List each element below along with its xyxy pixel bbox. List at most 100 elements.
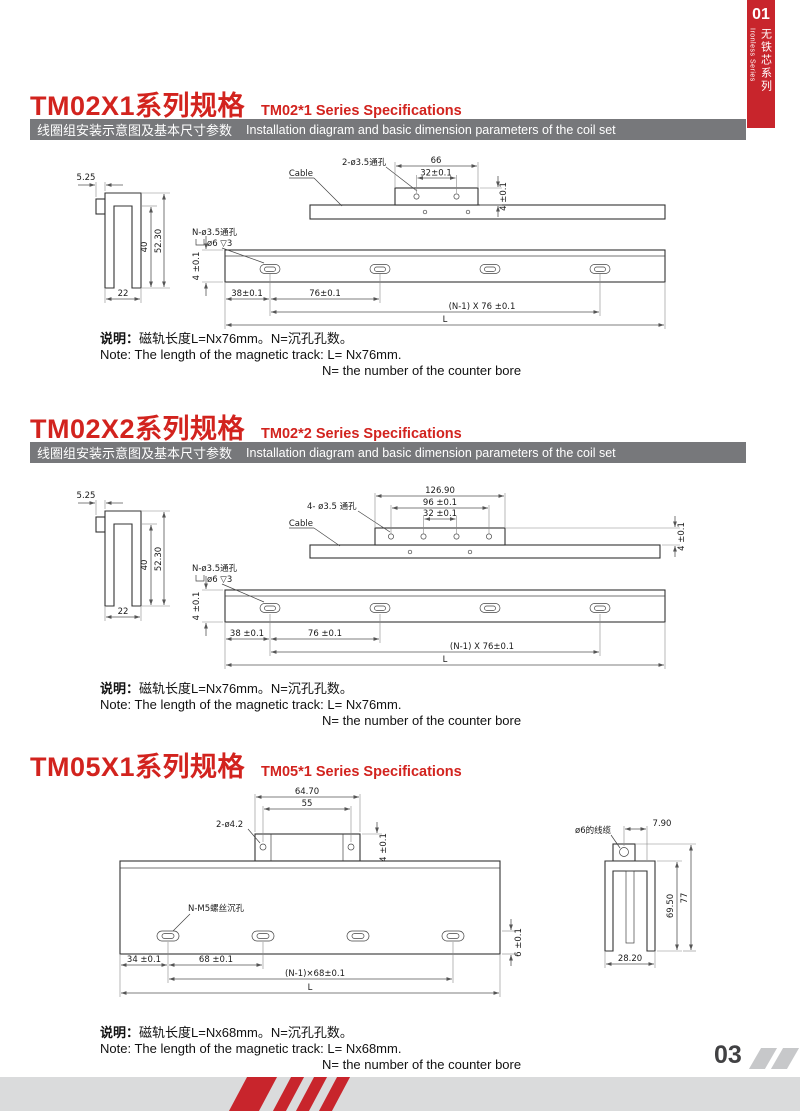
leader-line [289, 177, 343, 207]
dimension-lines: 6 ±0.1 34 ±0.1 68 ±0.1 (N-1)×68±0.1 L [119, 919, 524, 997]
dim-label: 22 [118, 607, 129, 617]
leader-line [221, 583, 265, 603]
dim-label: 66 [431, 156, 442, 166]
bar-title-cn: 线圈组安装示意图及基本尺寸参数 [37, 446, 233, 461]
counterbore-icon [195, 239, 205, 246]
counterbore-icon [195, 575, 205, 582]
page-number: 03 [714, 1041, 742, 1069]
dimension-lines: 7.90 69.50 77 28.20 [604, 819, 696, 968]
dim-label: 32 ±0.1 [423, 509, 457, 519]
leader-line [289, 527, 341, 547]
cable-label: Cable [289, 169, 313, 179]
leader-line [221, 247, 265, 264]
dim-label: 5.25 [77, 173, 96, 183]
dim-label: 6 ±0.1 [514, 928, 524, 957]
counterbore-label: ø6 ▽3 [207, 575, 232, 585]
part-outline [254, 833, 361, 862]
dim-label: 32±0.1 [420, 169, 451, 179]
page-number-decoration [748, 1048, 800, 1069]
dim-label: (N-1)×68±0.1 [285, 969, 345, 979]
note-cn: 说明：磁轨长度L=Nx76mm。N=沉孔孔数。 [100, 331, 353, 346]
coil-top-view: 4- ø3.5 通孔 Cable 32 ±0.1 96 ±0.1 126.90 … [289, 486, 687, 559]
dim-label: 4 ±0.1 [677, 522, 687, 551]
dimension-lines: 4 ±0.1 38 ±0.1 76 ±0.1 (N-1) X 76±0.1 L [192, 576, 666, 669]
dim-label: 96 ±0.1 [423, 498, 457, 508]
section-title-cn: TM02X2系列规格 [30, 414, 246, 444]
leader-line [247, 828, 261, 844]
note-en-line2: N= the number of the counter bore [322, 363, 522, 378]
part-outline [309, 527, 661, 559]
coil-side-view: 5.25 40 52.30 22 [77, 173, 170, 303]
coil-side-view: 5.25 40 52.30 22 [77, 491, 170, 621]
dim-label: 38±0.1 [231, 289, 262, 299]
leader-line [610, 834, 621, 849]
note-cn: 说明：磁轨长度L=Nx76mm。N=沉孔孔数。 [100, 681, 353, 696]
note-en-line2: N= the number of the counter bore [322, 1057, 522, 1072]
section-title-en: TM05*1 Series Specifications [261, 764, 462, 780]
note-en-line2: N= the number of the counter bore [322, 713, 522, 728]
dim-label: 28.20 [618, 954, 642, 964]
chapter-tab: 01 Ironless Series 无铁芯系列 [747, 0, 775, 128]
bar-title-en: Installation diagram and basic dimension… [246, 122, 616, 137]
note-en-line1: Note: The length of the magnetic track: … [100, 1041, 402, 1056]
dim-label: 5.25 [77, 491, 96, 501]
dim-label: 4 ±0.1 [192, 252, 202, 281]
chapter-series-cn: 无铁芯系列 [759, 28, 772, 93]
section-title-cn: TM05X1系列规格 [30, 752, 246, 782]
dim-label: 34 ±0.1 [127, 955, 161, 965]
dim-label: (N-1) X 76 ±0.1 [449, 302, 516, 312]
dim-label: 38 ±0.1 [230, 629, 264, 639]
coil-top-view: 64.70 55 4 ±0.1 2-ø4.2 [216, 787, 389, 873]
dimension-lines: 5.25 40 52.30 22 [77, 491, 170, 621]
section-note-tm05x1: 说明：磁轨长度L=Nx68mm。N=沉孔孔数。 Note: The length… [100, 1025, 521, 1073]
dim-label: 40 [140, 242, 150, 253]
tm02x2-installation-diagram: 5.25 40 52.30 22 4- ø3.5 通孔 Cabl [77, 486, 687, 669]
section-title-tm02x2: TM02X2系列规格 TM02*2 Series Specifications [30, 407, 462, 446]
section-title-cn: TM02X1系列规格 [30, 91, 246, 121]
dimension-lines: 32 ±0.1 96 ±0.1 126.90 4 ±0.1 [374, 486, 687, 557]
part-outline [224, 249, 666, 283]
note-en-line1: Note: The length of the magnetic track: … [100, 347, 402, 362]
tm05x1-installation-diagram: 64.70 55 4 ±0.1 2-ø4.2 N-M5螺丝沉孔 [119, 787, 696, 997]
section-title-en: TM02*1 Series Specifications [261, 103, 462, 119]
dim-label: 22 [118, 289, 129, 299]
dimension-lines: 5.25 40 52.30 22 [77, 173, 170, 303]
dim-label: 76 ±0.1 [308, 629, 342, 639]
part-outline [119, 860, 501, 955]
dim-label: 4 ±0.1 [379, 833, 389, 862]
leader-line [385, 166, 418, 192]
dim-label: 52.30 [154, 229, 164, 253]
magnet-track-front-view: N-ø3.5通孔 ø6 ▽3 4 ±0.1 38 ±0.1 76 ±0.1 (N… [192, 563, 666, 669]
dim-label: 64.70 [295, 787, 319, 797]
bar-title-en: Installation diagram and basic dimension… [246, 445, 616, 460]
dim-label: 4 ±0.1 [192, 592, 202, 621]
dim-label: 76±0.1 [309, 289, 340, 299]
track-hole-label: N-M5螺丝沉孔 [188, 903, 245, 914]
dim-label: 4 ±0.1 [499, 182, 509, 211]
dimension-lines: 66 32±0.1 4 ±0.1 [394, 156, 509, 217]
track-hole-label: N-ø3.5通孔 [192, 227, 238, 238]
through-hole-label: 4- ø3.5 通孔 [307, 501, 357, 512]
magnet-track-front-view: N-ø3.5通孔 ø6 ▽3 4 ±0.1 38±0.1 76±0.1 (N-1… [192, 227, 666, 329]
section-title-tm05x1: TM05X1系列规格 TM05*1 Series Specifications [30, 745, 462, 784]
tm02x1-installation-diagram: 5.25 40 52.30 22 2-ø3.5通孔 Cable [77, 156, 666, 329]
dim-label: L [443, 315, 448, 325]
dim-label: 55 [302, 799, 313, 809]
leader-line [357, 510, 391, 533]
section-title-en: TM02*2 Series Specifications [261, 426, 462, 442]
dim-label: 7.90 [653, 819, 672, 829]
counterbore-label: ø6 ▽3 [207, 239, 232, 249]
dim-label: 68 ±0.1 [199, 955, 233, 965]
note-cn: 说明：磁轨长度L=Nx68mm。N=沉孔孔数。 [100, 1025, 353, 1040]
cable-label: ø6的线缆 [575, 825, 612, 836]
dim-label: 77 [680, 893, 690, 904]
dim-label: (N-1) X 76±0.1 [450, 642, 514, 652]
part-outline [309, 187, 666, 220]
dim-label: 40 [140, 560, 150, 571]
track-hole-label: N-ø3.5通孔 [192, 563, 238, 574]
through-hole-label: 2-ø3.5通孔 [342, 157, 387, 168]
dim-label: 52.30 [154, 547, 164, 571]
section-bar-tm02x2: 线圈组安装示意图及基本尺寸参数 Installation diagram and… [30, 442, 746, 463]
dim-label: 69.50 [666, 894, 676, 918]
part-outline [95, 192, 142, 289]
